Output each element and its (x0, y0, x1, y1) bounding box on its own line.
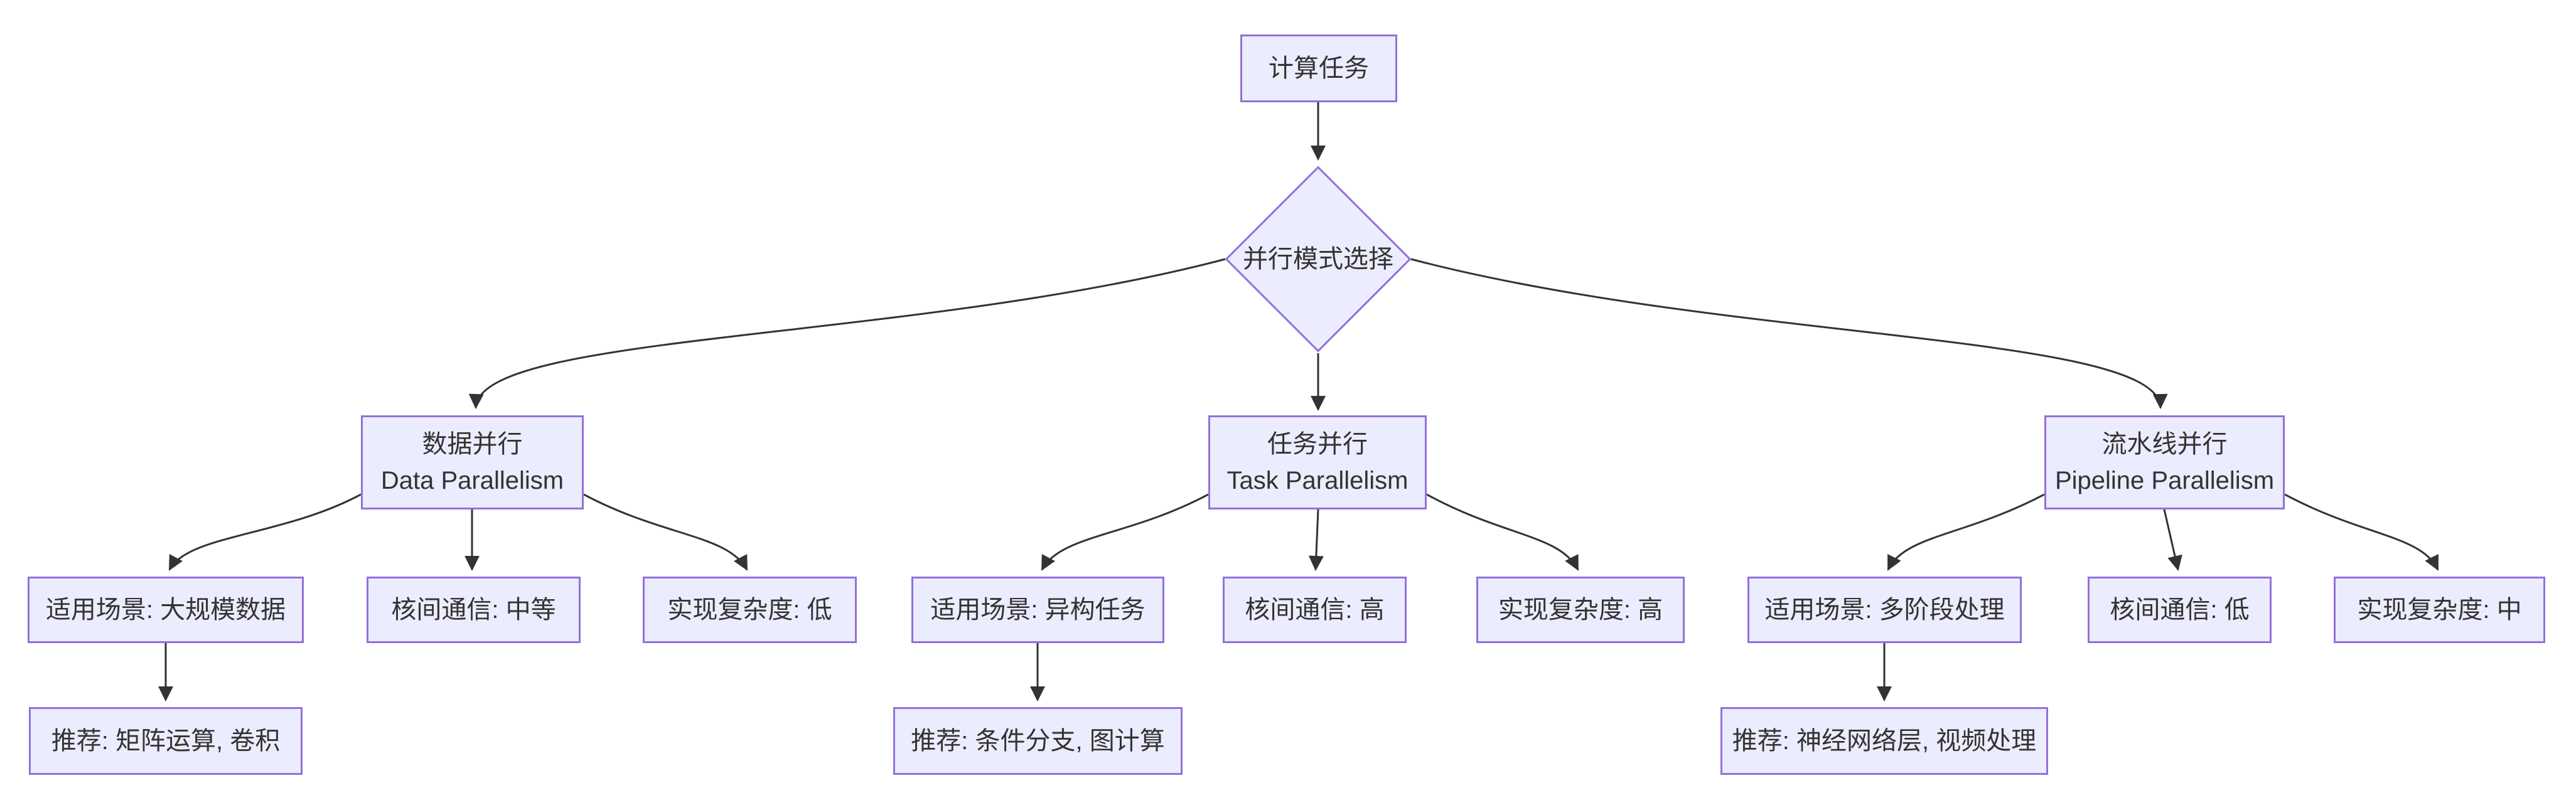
edge-decision-to-pipeline-parallelism (1410, 258, 2168, 409)
edge-tp-to-communication (1308, 509, 1324, 571)
node-task-parallelism-title: 任务并行 (1267, 430, 1368, 458)
edge-pp-to-communication (2163, 509, 2182, 571)
edge-decision-to-data-parallelism (468, 258, 1226, 409)
edge-pp-to-complexity (2284, 493, 2439, 571)
node-tp-complexity-label: 实现复杂度: 高 (1498, 596, 1663, 624)
node-pipeline-parallelism-title: 流水线并行 (2101, 430, 2228, 458)
node-tp-complexity: 实现复杂度: 高 (1476, 577, 1685, 643)
node-pp-communication-label: 核间通信: 低 (2110, 596, 2250, 624)
node-pp-complexity: 实现复杂度: 中 (2334, 577, 2545, 643)
node-tp-communication: 核间通信: 高 (1223, 577, 1407, 643)
edge-pp-to-scenario (1887, 493, 2045, 571)
node-data-parallelism-title: 数据并行 (422, 430, 523, 458)
node-dp-communication-label: 核间通信: 中等 (391, 596, 556, 624)
node-pp-scenario-label: 适用场景: 多阶段处理 (1764, 596, 2005, 624)
edge-tp-to-complexity (1426, 493, 1579, 571)
node-pp-communication: 核间通信: 低 (2088, 577, 2272, 643)
node-dp-recommendation: 推荐: 矩阵运算, 卷积 (29, 707, 303, 775)
node-dp-complexity-label: 实现复杂度: 低 (667, 596, 832, 624)
node-pp-complexity-label: 实现复杂度: 中 (2357, 596, 2522, 624)
edge-tp-to-scenario (1041, 493, 1209, 571)
node-pp-scenario: 适用场景: 多阶段处理 (1747, 577, 2022, 643)
edge-dp-to-complexity (583, 493, 748, 571)
node-dp-communication: 核间通信: 中等 (367, 577, 581, 643)
node-pp-recommendation: 推荐: 神经网络层, 视频处理 (1720, 707, 2048, 775)
node-task-parallelism-subtitle: Task Parallelism (1226, 467, 1409, 494)
node-task-parallelism: 任务并行 Task Parallelism (1208, 415, 1427, 509)
node-tp-scenario-label: 适用场景: 异构任务 (930, 596, 1146, 624)
node-tp-scenario: 适用场景: 异构任务 (911, 577, 1164, 643)
node-tp-recommendation: 推荐: 条件分支, 图计算 (893, 707, 1183, 775)
node-pipeline-parallelism-subtitle: Pipeline Parallelism (2054, 467, 2275, 494)
node-pp-recommendation-label: 推荐: 神经网络层, 视频处理 (1732, 727, 2037, 755)
node-computing-task-label: 计算任务 (1269, 55, 1369, 82)
node-computing-task: 计算任务 (1240, 35, 1397, 102)
node-tp-communication-label: 核间通信: 高 (1245, 596, 1385, 624)
node-dp-scenario-label: 适用场景: 大规模数据 (45, 596, 286, 624)
node-dp-recommendation-label: 推荐: 矩阵运算, 卷积 (51, 727, 281, 755)
node-dp-scenario: 适用场景: 大规模数据 (28, 577, 304, 643)
node-dp-complexity: 实现复杂度: 低 (643, 577, 857, 643)
node-data-parallelism-subtitle: Data Parallelism (380, 467, 564, 494)
node-pipeline-parallelism: 流水线并行 Pipeline Parallelism (2044, 415, 2285, 509)
edge-dp-to-scenario (168, 493, 362, 571)
node-tp-recommendation-label: 推荐: 条件分支, 图计算 (911, 727, 1165, 755)
node-data-parallelism: 数据并行 Data Parallelism (361, 415, 584, 509)
node-parallel-mode-decision: 并行模式选择 (1243, 245, 1393, 273)
